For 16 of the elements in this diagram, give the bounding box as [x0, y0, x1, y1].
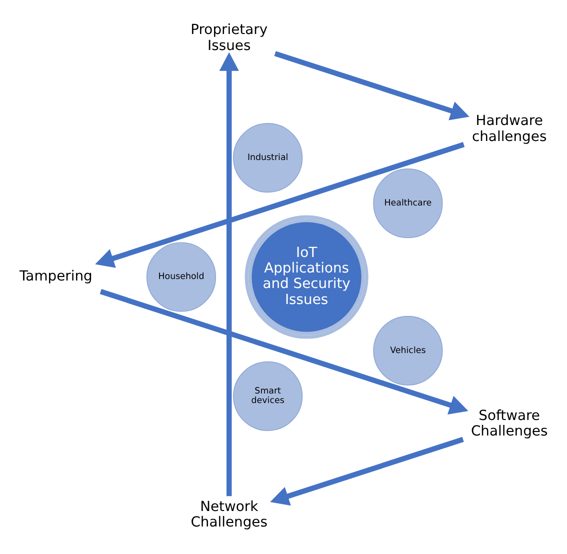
node-circle: Industrial	[233, 123, 303, 193]
node-circle: Healthcare	[373, 168, 443, 238]
arrow	[219, 52, 239, 496]
node-circle: Vehicles	[373, 316, 443, 386]
node-circle: Smart devices	[233, 361, 303, 431]
node-circle: IoT Applications and Security Issues	[244, 215, 368, 339]
arrow	[270, 436, 464, 506]
arrow	[100, 289, 468, 415]
arrow	[95, 142, 465, 268]
node-text: Network Challenges	[190, 498, 268, 531]
node-text: Proprietary Issues	[190, 22, 268, 54]
node-text: Software Challenges	[470, 408, 548, 440]
node-circle: Household	[146, 242, 216, 312]
node-text: Hardware challenges	[472, 113, 547, 145]
arrow	[274, 51, 470, 120]
node-text: Tampering	[19, 268, 92, 284]
